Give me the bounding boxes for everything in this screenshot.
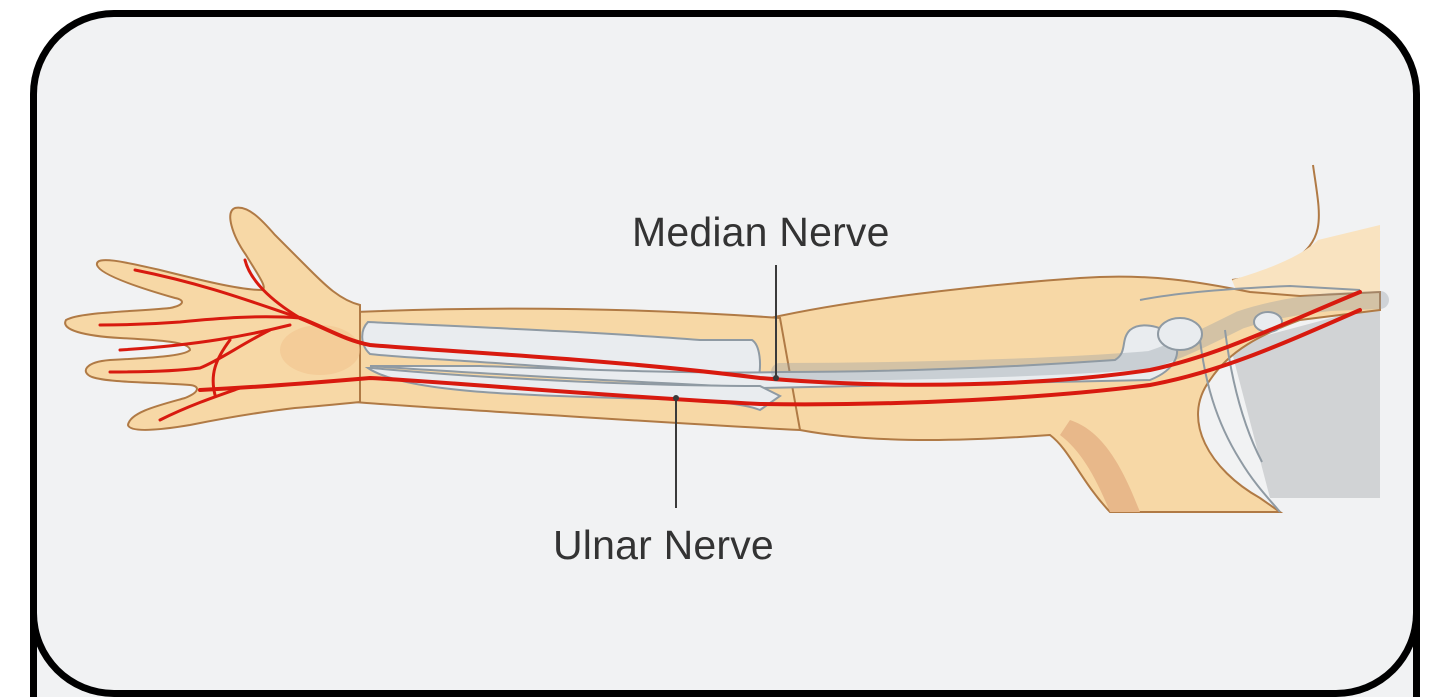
shoulder-joint <box>1158 318 1202 350</box>
palm-shade <box>280 325 360 375</box>
ulnar-nerve-label: Ulnar Nerve <box>553 522 774 569</box>
ulnar-pointer-dot <box>673 395 679 401</box>
median-pointer-dot <box>773 375 779 381</box>
shoulder-skin <box>1232 225 1380 300</box>
median-nerve-label: Median Nerve <box>632 209 890 256</box>
